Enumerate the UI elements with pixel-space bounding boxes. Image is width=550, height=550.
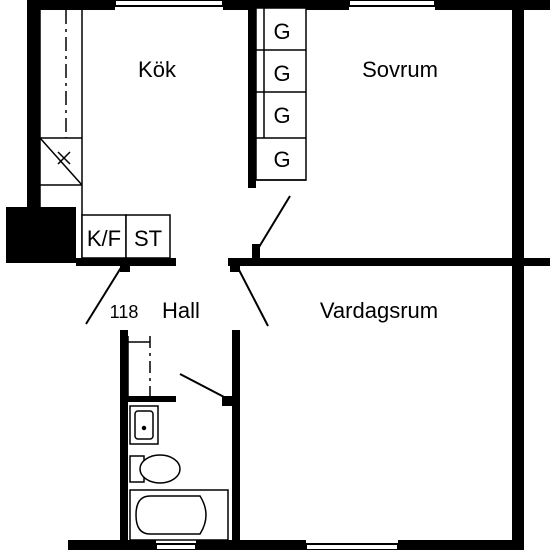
door-jambs bbox=[120, 244, 260, 406]
wall-bottom-right bbox=[398, 540, 524, 550]
wall-top-right bbox=[435, 0, 550, 10]
fridge-freezer-label: K/F bbox=[87, 226, 121, 251]
window-bedroom bbox=[348, 0, 436, 7]
door-bathroom bbox=[179, 373, 227, 399]
cabinet-box bbox=[125, 214, 171, 259]
cabinet-label: ST bbox=[134, 226, 162, 251]
window-living-room bbox=[305, 543, 399, 550]
wall-top-middle bbox=[223, 0, 349, 10]
wall-left-upper bbox=[27, 0, 40, 207]
wall-bathroom-top bbox=[120, 396, 176, 402]
door-living-room bbox=[237, 267, 269, 327]
door-bedroom bbox=[255, 195, 291, 253]
fridge-freezer-box bbox=[81, 214, 127, 259]
wall-bottom-middle bbox=[196, 540, 306, 550]
bathroom-closet bbox=[127, 336, 151, 396]
walls bbox=[6, 0, 550, 550]
wardrobe-2-label: G bbox=[273, 61, 290, 86]
room-label-living-room: Vardagsrum bbox=[320, 298, 438, 323]
wardrobe-1-label: G bbox=[273, 19, 290, 44]
door-entrance bbox=[85, 265, 123, 325]
room-label-bedroom: Sovrum bbox=[362, 57, 438, 82]
wall-right-outer bbox=[512, 0, 524, 550]
kitchen-counter bbox=[39, 10, 83, 258]
toilet-bowl bbox=[139, 454, 181, 484]
apartment-number: 118 bbox=[110, 302, 139, 322]
chimney bbox=[6, 207, 76, 263]
wall-bedroom-living bbox=[228, 258, 550, 266]
wall-top-left bbox=[27, 0, 115, 10]
room-label-hall: Hall bbox=[162, 298, 200, 323]
wardrobes bbox=[255, 7, 307, 181]
windows bbox=[114, 0, 436, 550]
wall-hall-living bbox=[232, 330, 240, 550]
bathroom-fixtures bbox=[129, 405, 229, 541]
window-kitchen bbox=[114, 0, 224, 7]
wall-bottom-left bbox=[68, 540, 156, 550]
doors bbox=[85, 195, 291, 399]
wall-kitchen-bedroom bbox=[248, 8, 256, 188]
wall-bathroom-left bbox=[120, 330, 128, 550]
wardrobe-4-label: G bbox=[273, 147, 290, 172]
wardrobe-3-label: G bbox=[273, 103, 290, 128]
room-label-kitchen: Kök bbox=[138, 57, 177, 82]
window-bathroom bbox=[155, 543, 197, 550]
kitchen-units bbox=[81, 214, 171, 259]
bathtub-inner bbox=[135, 495, 207, 535]
